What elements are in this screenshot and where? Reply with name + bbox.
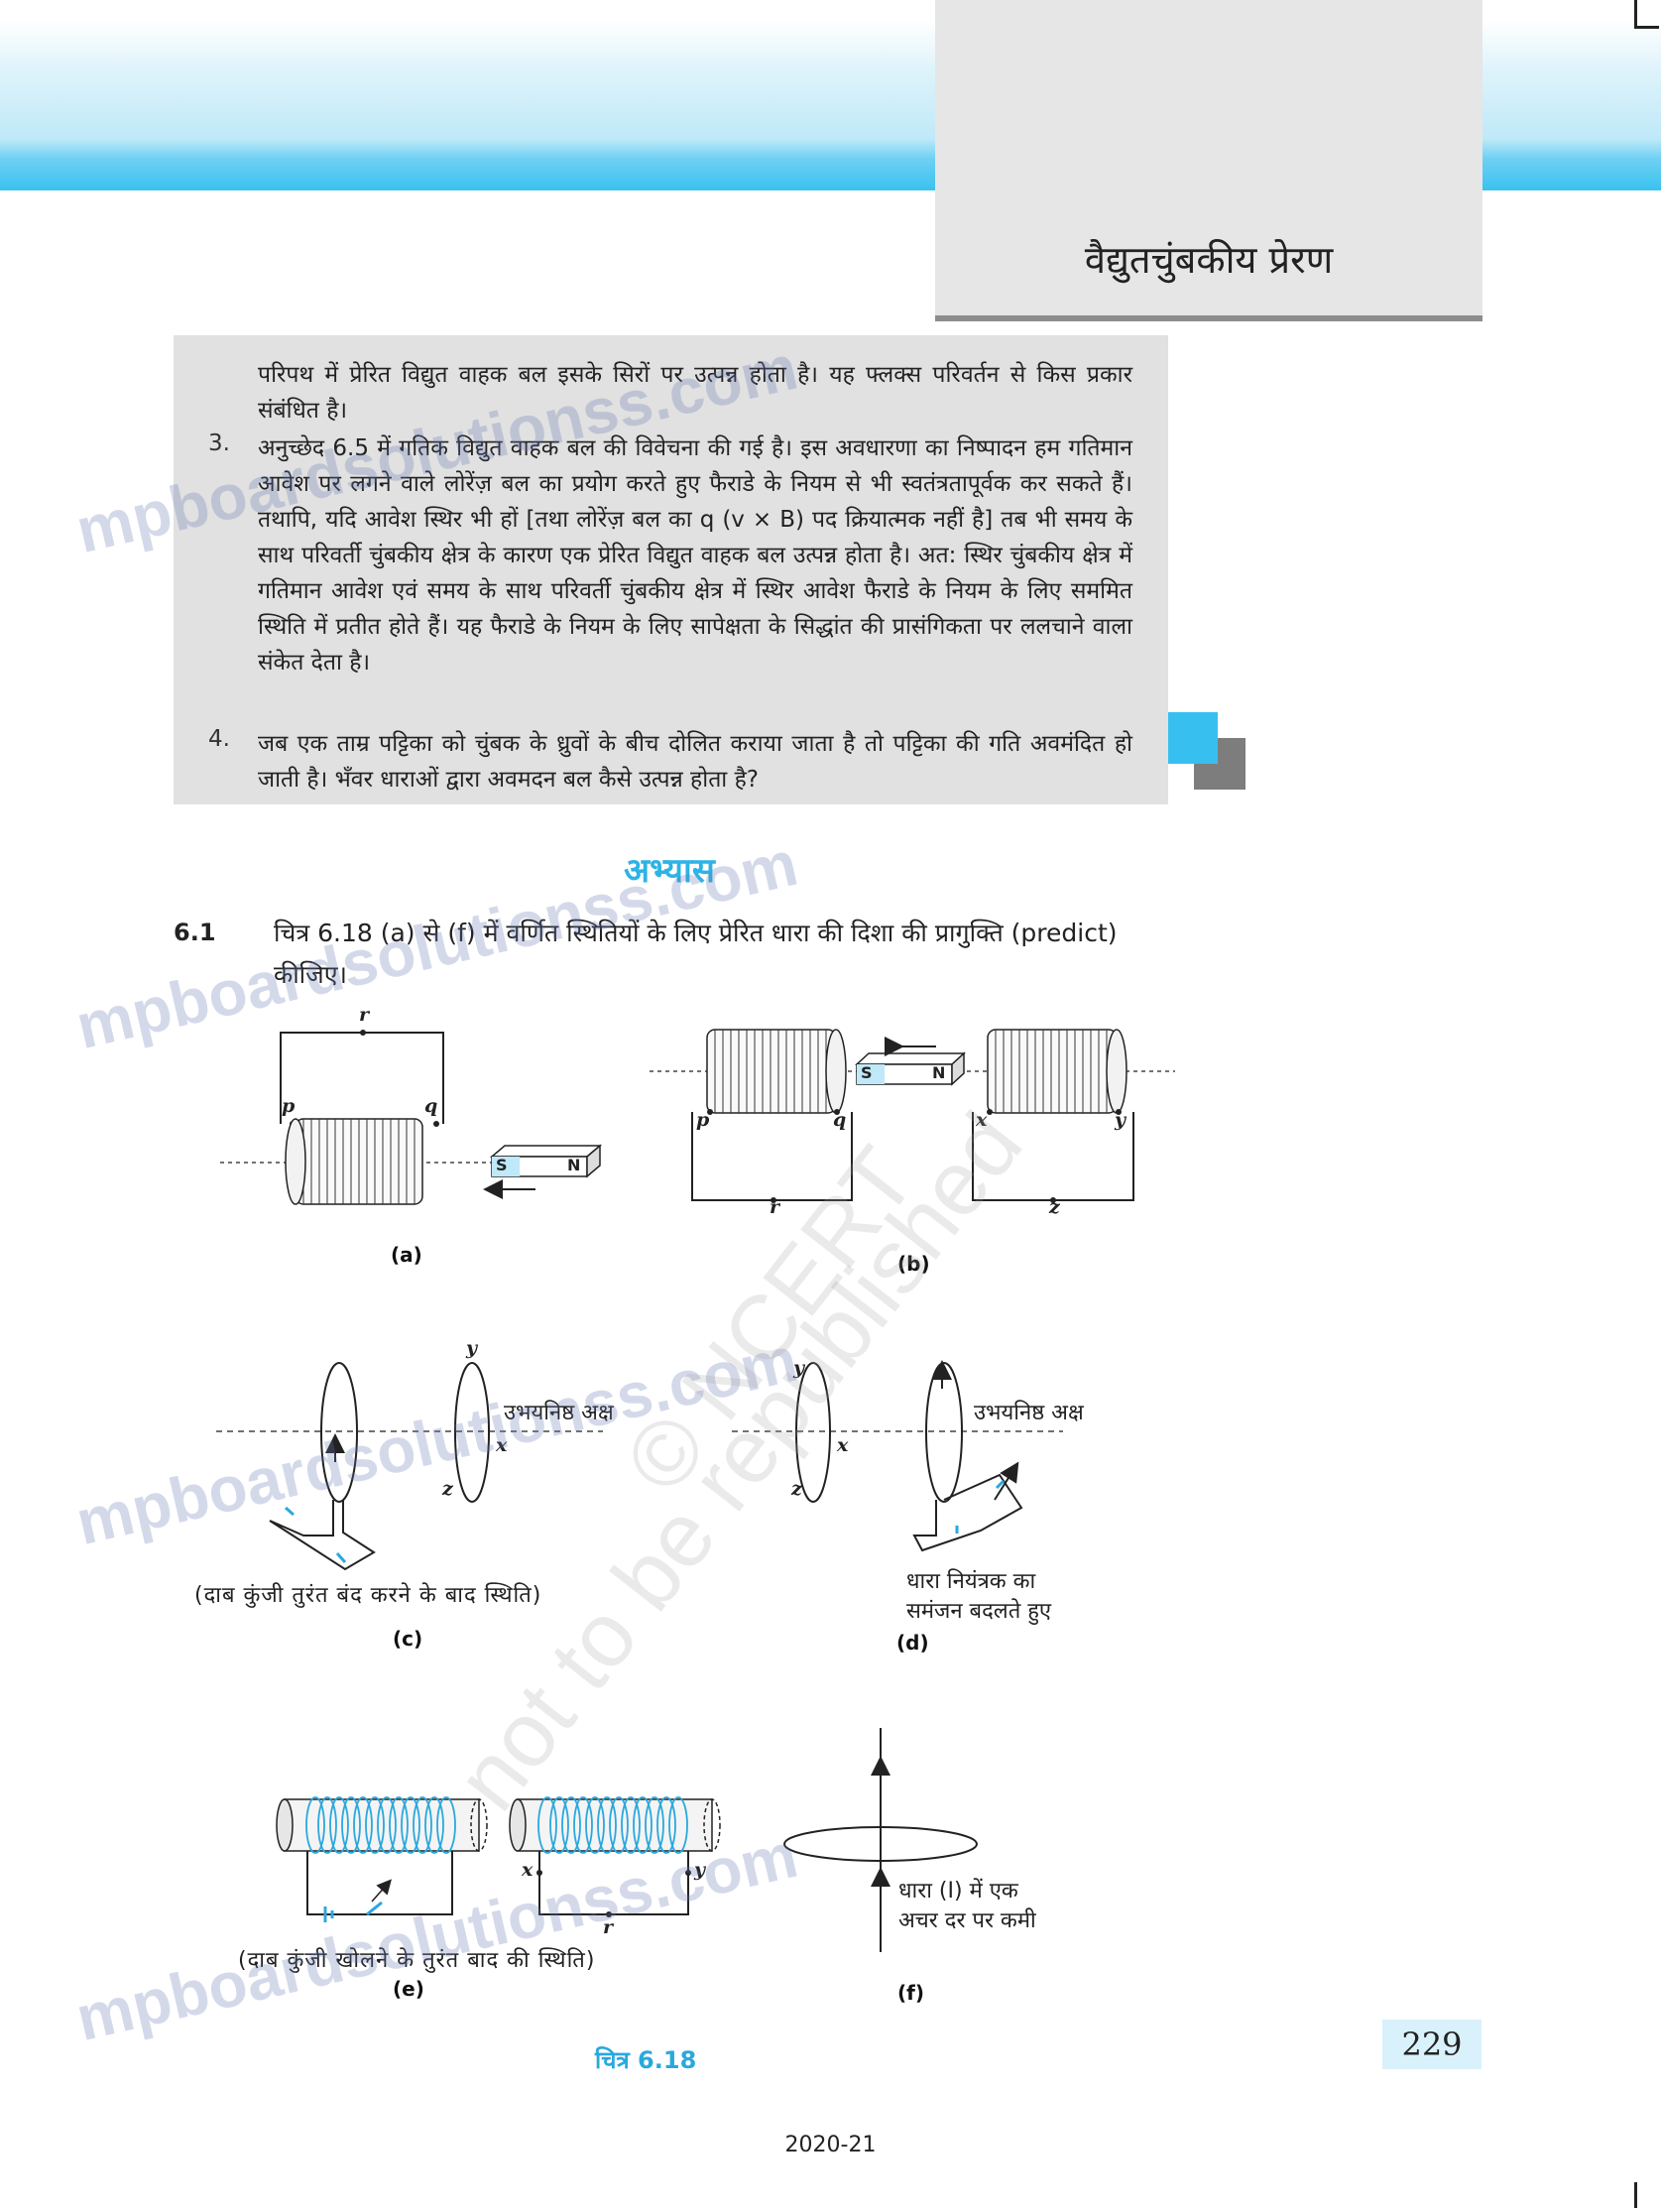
fig-f-caption: (f)	[897, 1981, 924, 2005]
fig-b-label-y: y	[1115, 1109, 1127, 1131]
decor-square-blue	[1168, 712, 1218, 764]
fig-d-label-z: z	[791, 1478, 802, 1500]
q4-number: 4.	[208, 726, 230, 752]
q3-number: 3.	[208, 430, 230, 456]
exercise-text: चित्र 6.18 (a) से (f) में वर्णित स्थितिय…	[274, 919, 1118, 989]
fig-b-label-q: q	[833, 1109, 847, 1131]
fig-d-label-y: y	[793, 1357, 805, 1379]
fig-e-label-x: x	[522, 1859, 534, 1881]
fig-d	[732, 1360, 1063, 1552]
figure-caption: चित्र 6.18	[595, 2046, 697, 2074]
fig-a-label-q: q	[424, 1095, 438, 1117]
fig-c-axis-label: उभयनिष्ठ अक्ष	[504, 1401, 614, 1425]
fig-f-note-line1: धारा (I) में एक	[898, 1879, 1018, 1904]
fig-d-note-line1: धारा नियंत्रक का	[906, 1569, 1036, 1594]
fig-e	[276, 1796, 721, 1922]
q4-text: जब एक ताम्र पट्टिका को चुंबक के ध्रुवों …	[258, 731, 1132, 793]
fig-c-note: (दाब कुंजी तुरंत बंद करने के बाद स्थिति)	[194, 1583, 542, 1608]
questions-box	[174, 335, 1168, 804]
fig-b-label-x: x	[976, 1109, 988, 1131]
year-footer: 2020-21	[784, 2133, 877, 2157]
fig-f	[783, 1728, 978, 1952]
fig-a-magnet-n: N	[567, 1156, 581, 1174]
fig-b-label-r: r	[770, 1196, 780, 1218]
fig-b-label-z: z	[1049, 1196, 1060, 1218]
chapter-header-box: वैद्युतचुंबकीय प्रेरण	[935, 0, 1483, 321]
fig-d-label-x: x	[837, 1434, 849, 1456]
fig-e-note: (दाब कुंजी खोलने के तुरंत बाद की स्थिति)	[238, 1948, 596, 1973]
fig-a-magnet-s: S	[496, 1156, 508, 1174]
fig-a-label-r: r	[359, 1004, 370, 1026]
fig-a-label-p: p	[282, 1095, 296, 1117]
fig-d-caption: (d)	[896, 1631, 929, 1655]
exercise-number: 6.1	[174, 919, 216, 946]
fig-a	[220, 1030, 603, 1205]
crop-mark-bottom-right	[1634, 2182, 1659, 2208]
fig-a-caption: (a)	[391, 1243, 422, 1267]
fig-c-label-z: z	[442, 1478, 453, 1500]
crop-mark-top-right	[1634, 0, 1659, 29]
fig-b-magnet-n: N	[932, 1063, 946, 1082]
fig-b	[650, 1029, 1175, 1203]
fig-c-label-x: x	[496, 1434, 508, 1456]
chapter-title: वैद्युतचुंबकीय प्रेरण	[1084, 238, 1334, 282]
q2-continuation: परिपथ में प्रेरित विद्युत वाहक बल इसके स…	[258, 362, 1132, 424]
page-number: 229	[1382, 2020, 1482, 2069]
fig-d-axis-label: उभयनिष्ठ अक्ष	[974, 1401, 1084, 1425]
fig-b-label-p: p	[696, 1109, 710, 1131]
q3-text: अनुच्छेद 6.5 में गतिक विद्युत वाहक बल की…	[258, 435, 1132, 676]
fig-d-note-line2: समंजन बदलते हुए	[906, 1599, 1052, 1624]
fig-e-label-r: r	[603, 1916, 614, 1938]
fig-b-caption: (b)	[897, 1252, 930, 1276]
fig-b-magnet-s: S	[861, 1063, 873, 1082]
fig-e-label-y: y	[694, 1859, 706, 1881]
fig-f-note-line2: अचर दर पर कमी	[898, 1908, 1036, 1933]
fig-c-label-y: y	[466, 1337, 478, 1359]
exercise-heading: अभ्यास	[624, 851, 715, 891]
fig-e-caption: (e)	[393, 1977, 424, 2001]
fig-c	[216, 1362, 603, 1571]
fig-c-caption: (c)	[393, 1627, 423, 1651]
